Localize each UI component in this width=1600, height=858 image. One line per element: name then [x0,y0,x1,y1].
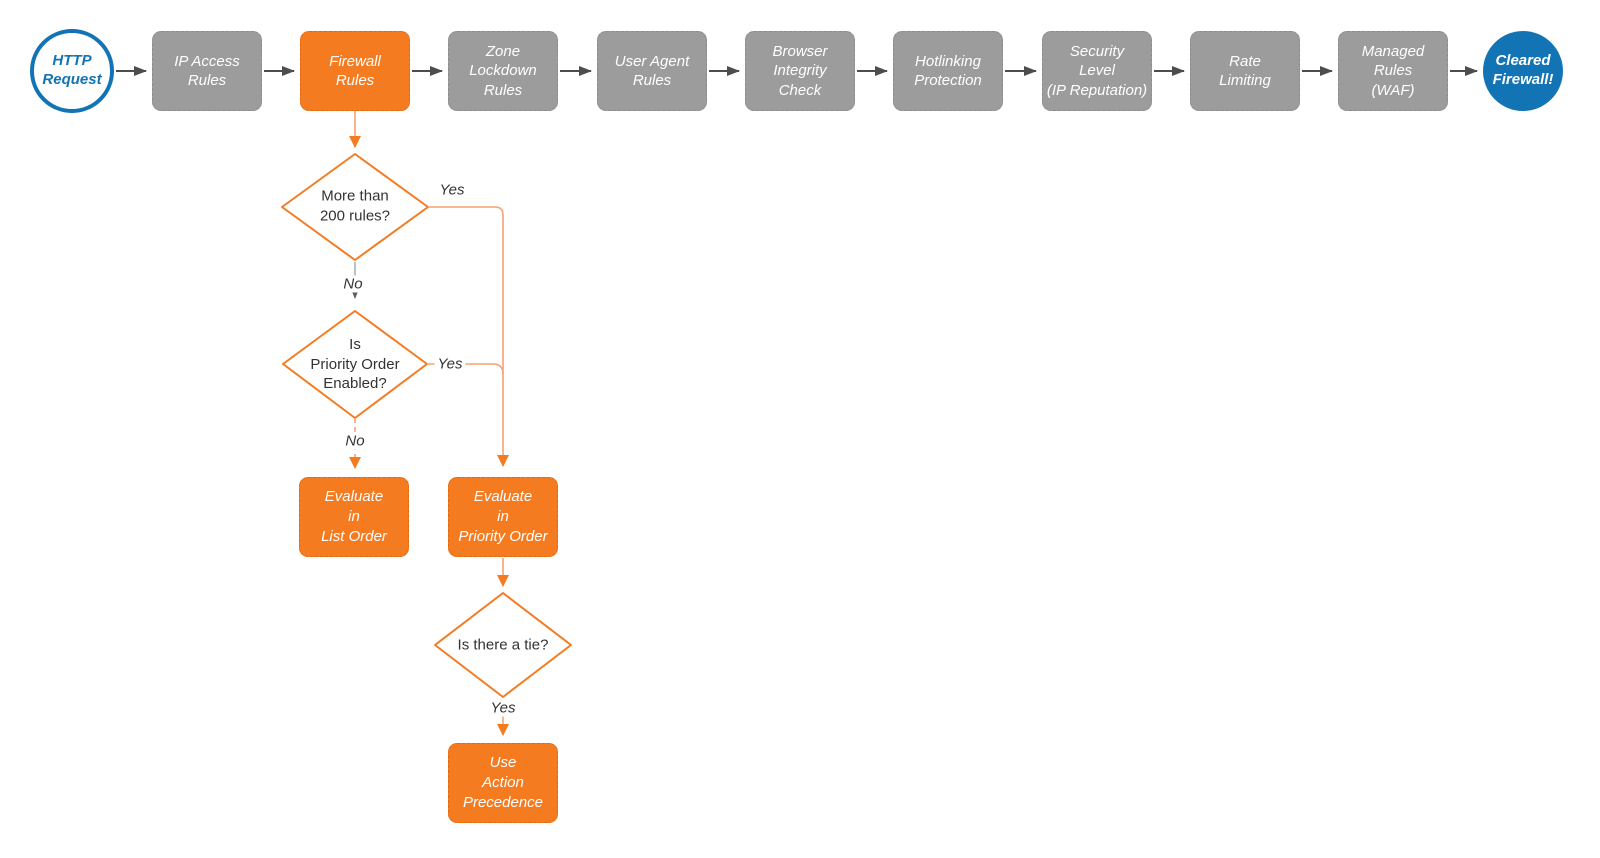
step-zone-lockdown-rules: Zone Lockdown Rules [448,31,558,111]
step-label: Managed Rules (WAF) [1361,42,1425,99]
action-use-action-precedence: Use Action Precedence [448,743,558,823]
decision3-label: Is there a tie? [457,636,549,654]
step-label: Firewall Rules [329,52,381,90]
step-browser-integrity-check: Browser Integrity Check [745,31,855,111]
decision2-label: Is Priority Order Enabled? [310,335,400,392]
edge-label-yes-3: Yes [487,699,519,717]
step-ip-access-rules: IP Access Rules [152,31,262,111]
step-label: Zone Lockdown Rules [469,42,537,99]
step-label: Rate Limiting [1219,52,1271,90]
step-label: IP Access Rules [174,52,240,90]
step-managed-rules-waf: Managed Rules (WAF) [1338,31,1448,111]
step-label: Browser Integrity Check [772,42,828,99]
edge-decision1-yes [428,206,509,467]
edge-decision2-yes [427,363,504,375]
action-label: Use Action Precedence [462,753,544,812]
step-security-level: Security Level (IP Reputation) [1042,31,1152,111]
start-node-label: HTTP Request [42,52,102,88]
step-label: Security Level (IP Reputation) [1046,42,1148,99]
edge-label-no-1: No [340,275,366,293]
edge-label-yes-2: Yes [434,355,466,373]
action-evaluate-list-order: Evaluate in List Order [299,477,409,557]
step-rate-limiting: Rate Limiting [1190,31,1300,111]
edge-label-no-2: No [342,432,368,450]
step-label: User Agent Rules [614,52,690,90]
action-label: Evaluate in Priority Order [458,487,548,546]
step-user-agent-rules: User Agent Rules [597,31,707,111]
end-node-label: Cleared Firewall! [1492,52,1554,88]
end-node-cleared-firewall: Cleared Firewall! [1483,31,1563,111]
action-label: Evaluate in List Order [321,487,387,546]
step-label: Hotlinking Protection [914,52,982,90]
decision-diamond-tie [434,592,572,698]
action-evaluate-priority-order: Evaluate in Priority Order [448,477,558,557]
step-hotlinking-protection: Hotlinking Protection [893,31,1003,111]
decision1-label: More than 200 rules? [319,187,391,225]
step-firewall-rules: Firewall Rules [300,31,410,111]
edge-label-yes-1: Yes [436,181,468,199]
start-node-http-request: HTTP Request [30,29,114,113]
